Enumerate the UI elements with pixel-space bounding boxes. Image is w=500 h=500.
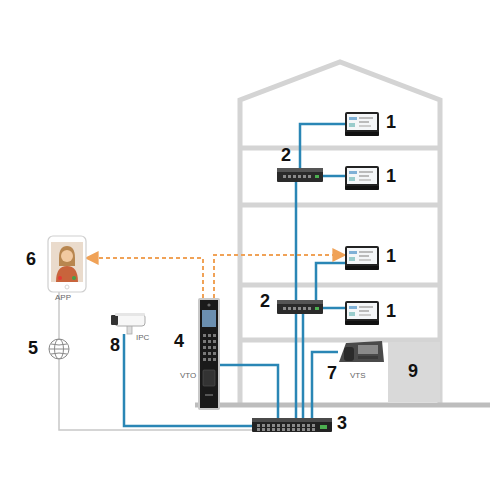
callout-number: 1 [386,247,396,265]
device-label: VTO [180,372,196,380]
floor-line [240,146,440,151]
network-switch [277,300,323,314]
caller-hair [59,246,75,266]
indoor-monitor: 1 [345,301,379,325]
vto-frame [198,298,220,410]
cable-line [124,334,252,426]
home-button [65,285,69,289]
signal-link [214,255,345,298]
cable-line [300,124,345,168]
indoor-monitor: 1 [345,112,379,136]
cable-line [312,352,338,418]
indoor-monitor [345,246,379,270]
internet-globe [49,339,69,359]
vto-card-reader [203,370,215,386]
master-station: 7VTS [338,338,384,364]
caller-face [61,250,73,262]
callout-number: 2 [281,146,291,164]
smartphone [48,236,86,292]
callout-number: 6 [26,250,36,268]
vts-keys [358,356,378,359]
vto-screen [202,310,216,327]
network-switch: 2 [277,168,323,182]
device-label: VTS [350,372,366,380]
cable-line [323,175,345,178]
door-station: 4VTO [198,298,220,410]
cable-line [323,307,345,310]
building-walls [240,62,440,405]
network-switch [277,168,323,182]
vts-screen [358,345,378,354]
ip-camera [111,313,145,334]
indoor-monitor [345,166,379,190]
callout-number: 1 [386,167,396,185]
vts-body [339,341,384,362]
camera-lens [111,315,118,325]
device-label: IPC [136,334,149,342]
callout-number: 8 [110,336,120,354]
ip-camera: 8IPC [110,312,148,334]
camera-hood [115,313,145,316]
vto-keypad [203,334,216,361]
camera-body [115,314,145,326]
vto-panel [200,300,218,408]
phone-screen [51,242,83,282]
indoor-monitor: 1 [345,166,379,190]
ground-line [195,403,490,408]
indoor-monitor [345,112,379,136]
signal-link [86,258,203,298]
switch-top [252,418,332,422]
callout-number: 5 [28,339,38,357]
cable-line [316,263,345,300]
callout-number: 2 [260,292,270,310]
reject-button [58,276,62,280]
smartphone-app: 6APP [48,236,86,292]
building-shell [240,62,440,405]
main-switch: 3 [252,418,332,432]
main-switch [252,418,332,432]
vts-handset [344,347,354,361]
door-station [198,298,220,410]
network-switch: 2 [277,300,323,314]
accept-button [72,276,76,280]
vto-speaker [205,394,213,396]
indoor-monitor: 1 [345,246,379,270]
cable-line [59,360,252,430]
switch-ports [257,424,315,431]
device-label: APP [55,294,71,302]
floor-line [240,283,440,288]
caller-body [56,266,78,282]
internet-globe: 5 [48,338,70,360]
callout-number: 4 [174,332,184,350]
globe-equator [49,349,69,350]
callout-number: 7 [327,364,337,382]
globe-parallels [51,344,67,354]
vto-camera [207,303,210,306]
floor-line [240,203,440,208]
phone-body [48,236,86,292]
callout-number: 9 [408,362,418,380]
cable-line [220,365,278,418]
status-led [320,425,327,429]
cable-line [302,314,305,418]
grey-area: 9 [388,342,440,402]
globe-outline [49,339,69,359]
indoor-monitor [345,301,379,325]
callout-number: 3 [337,414,347,432]
callout-number: 1 [386,302,396,320]
callout-number: 1 [386,113,396,131]
master-station [339,341,384,362]
switch-body [252,418,332,432]
